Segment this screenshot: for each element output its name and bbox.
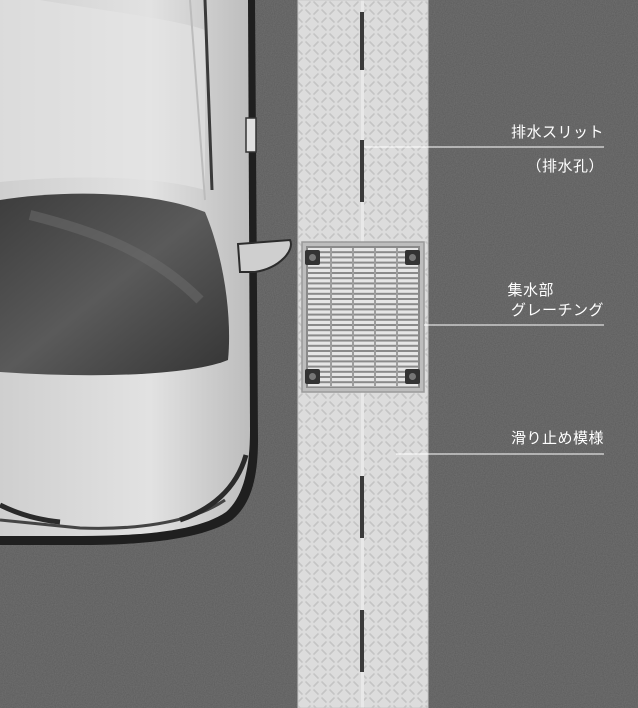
- grating-bar: [308, 263, 418, 267]
- grating-crossbar: [330, 248, 332, 386]
- grating-bar: [308, 326, 418, 330]
- grating-bar: [308, 268, 418, 272]
- grating-crossbar: [352, 248, 354, 386]
- grating-bar: [308, 346, 418, 350]
- grating-bar: [308, 378, 418, 382]
- grating-bar: [308, 279, 418, 283]
- drain-slit: [360, 610, 364, 672]
- grating-bar: [308, 294, 418, 298]
- car-door-handle: [245, 117, 257, 153]
- grating-bars: [308, 248, 418, 387]
- grating-bar: [308, 300, 418, 304]
- car-illustration: [0, 0, 292, 545]
- label-collector: 集水部: [507, 281, 554, 299]
- grating-bar: [308, 248, 418, 252]
- grating-bar: [308, 357, 418, 361]
- grating-bar: [308, 341, 418, 345]
- grating-bar: [308, 336, 418, 340]
- grating-bar: [308, 289, 418, 293]
- label-anti-slip: 滑り止め模様: [510, 429, 604, 447]
- grating-bar: [308, 315, 418, 319]
- grating-crossbar: [396, 248, 398, 386]
- grating-bar: [308, 372, 418, 376]
- label-drain-slit: 排水スリット: [510, 123, 604, 141]
- grating-crossbar: [374, 248, 376, 386]
- grating-bar: [308, 253, 418, 257]
- drain-slit: [360, 12, 364, 70]
- label-grating: グレーチング: [510, 301, 604, 319]
- car-windshield: [0, 193, 230, 376]
- grating-bar: [308, 310, 418, 314]
- grating-bar: [308, 352, 418, 356]
- drain-slit: [360, 476, 364, 538]
- grating-bar: [308, 320, 418, 324]
- grating-bar: [308, 331, 418, 335]
- leader-lines: [364, 146, 604, 455]
- grating-bar: [308, 383, 418, 387]
- drain-slit: [360, 140, 364, 202]
- grating-bar: [308, 367, 418, 371]
- label-drain-hole: （排水孔）: [526, 157, 604, 175]
- car-side-mirror: [236, 238, 292, 273]
- grating-bar: [308, 274, 418, 278]
- grating-bar: [308, 305, 418, 309]
- collector-grating: [301, 241, 425, 393]
- grating-bar: [308, 258, 418, 262]
- grating-bar: [308, 362, 418, 366]
- grating-bar: [308, 284, 418, 288]
